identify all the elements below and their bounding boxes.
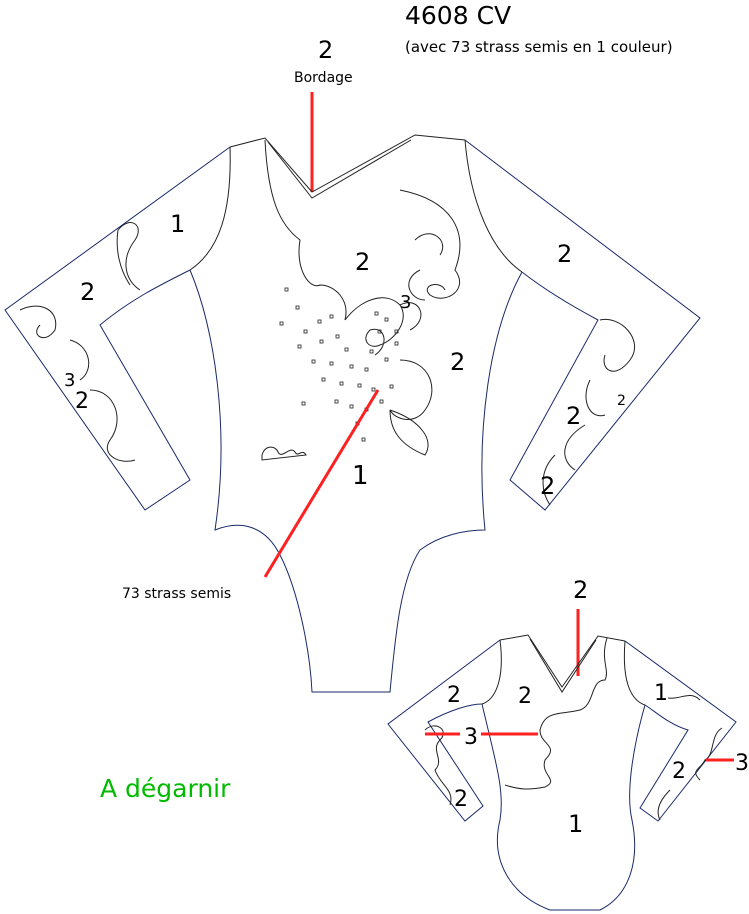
back-left-sleeve [387,639,501,822]
front-applique-right [399,189,461,301]
bordage-label: Bordage [294,70,353,86]
back-right-seam [623,640,646,706]
zone-label: 3 [64,370,75,391]
back-left-seam [481,639,502,705]
front-left-sleeve [4,146,231,511]
front-applique-lower [389,409,429,456]
zone-label: 2 [450,348,465,376]
zone-label: 3 [400,292,411,313]
bordage-number: 2 [318,36,333,64]
logo-mark [261,446,307,461]
left-sleeve-applique-upper [116,222,141,291]
front-view: 73 strass semis 1 2 2 3 2 2 3 2 2 2 2 1 [4,134,701,693]
zone-label: 2 [518,684,532,709]
back-body-outline [481,703,646,911]
model-subtitle: (avec 73 strass semis en 1 couleur) [405,38,673,56]
front-neckline-inner [267,139,412,199]
strass-pointer [263,389,380,578]
back-neck-number: 2 [573,576,588,604]
zone-label: 2 [566,402,581,430]
front-applique-swirl [344,297,433,420]
model-title: 4608 CV [405,1,511,30]
back-neckline-inner [529,638,597,693]
zone-label: 1 [352,461,369,491]
back-right-sleeve-applique [657,695,723,821]
zone-label: 2 [447,683,461,708]
zone-label: 2 [617,393,626,409]
strass-label: 73 strass semis [122,586,231,602]
zone-label: 2 [557,240,572,268]
back-neckline [499,634,626,688]
left-sleeve-applique-lower [19,305,136,462]
zone-label: 2 [540,472,555,500]
back-left-sleeve-applique [424,725,452,806]
left-armhole-seam [189,146,231,271]
zone-label: 2 [672,759,686,784]
zone-label: 1 [654,681,668,706]
front-body-outline [189,269,523,693]
back-view: 2 2 2 3 2 1 2 3 1 [387,576,749,911]
back-applique [504,637,608,790]
front-right-sleeve [464,139,701,511]
degarnir-note: A dégarnir [100,774,231,803]
strass-dots [279,287,399,442]
zone-label: 2 [75,389,89,414]
front-applique-left [264,139,347,321]
zone-label: 2 [80,278,95,306]
right-sleeve-applique [542,318,636,506]
zone-label: 2 [355,248,370,276]
zone-label: 3 [464,725,478,750]
zone-label: 1 [568,810,583,838]
zone-label: 2 [454,787,468,812]
front-neckline [229,134,466,193]
back-right-sleeve [624,640,737,822]
right-armhole-seam [464,139,523,273]
zone-label: 3 [735,751,749,776]
zone-label: 1 [170,210,185,238]
